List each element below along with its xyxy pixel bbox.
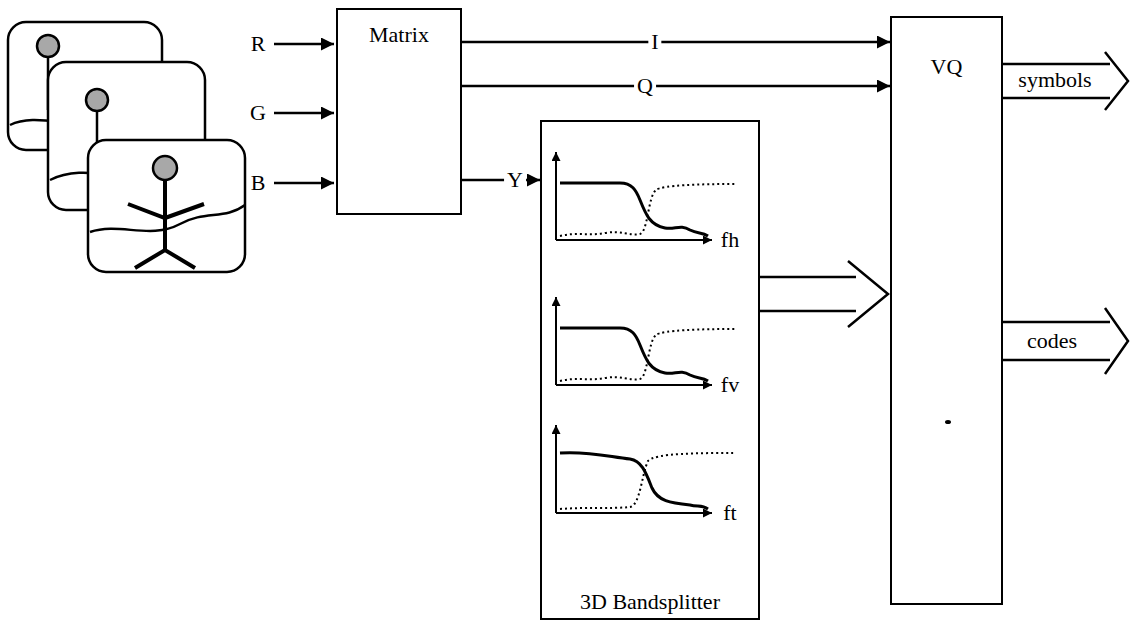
signal-arrow bbox=[462, 42, 890, 43]
box-label: Matrix bbox=[369, 22, 429, 47]
quantizer-box: VQ bbox=[890, 16, 1003, 605]
signal-name: G bbox=[247, 101, 269, 125]
signal-name: Y bbox=[504, 168, 526, 192]
signal-name: R bbox=[248, 32, 269, 56]
signal-name: Q bbox=[634, 74, 656, 98]
signal-name: fv bbox=[718, 373, 742, 397]
filter-bank-box: 3D Bandsplitter bbox=[540, 120, 760, 620]
signal-line bbox=[462, 85, 890, 88]
process-box: Matrix bbox=[336, 8, 462, 215]
signal-name: I bbox=[648, 30, 661, 54]
bus-stroke bbox=[760, 310, 856, 313]
signal-arrow bbox=[462, 86, 890, 87]
output-buses bbox=[1003, 52, 1128, 374]
signal-name: B bbox=[248, 171, 269, 195]
frame-stack bbox=[8, 22, 245, 272]
box-label: 3D Bandsplitter bbox=[580, 589, 720, 614]
signal-name: codes bbox=[1024, 329, 1080, 353]
input-wires bbox=[274, 44, 334, 183]
bus-arrow bbox=[760, 261, 888, 327]
signal-line bbox=[462, 41, 890, 44]
signal-line bbox=[462, 179, 540, 182]
bus-stroke bbox=[848, 261, 888, 327]
bus-stroke bbox=[760, 276, 856, 279]
box-label: VQ bbox=[931, 54, 963, 79]
speck bbox=[945, 420, 951, 424]
signal-name: fh bbox=[718, 228, 742, 252]
filter-plots bbox=[556, 152, 735, 513]
signal-arrow bbox=[462, 180, 540, 181]
signal-name: symbols bbox=[1015, 68, 1094, 92]
signal-name: ft bbox=[720, 501, 739, 525]
